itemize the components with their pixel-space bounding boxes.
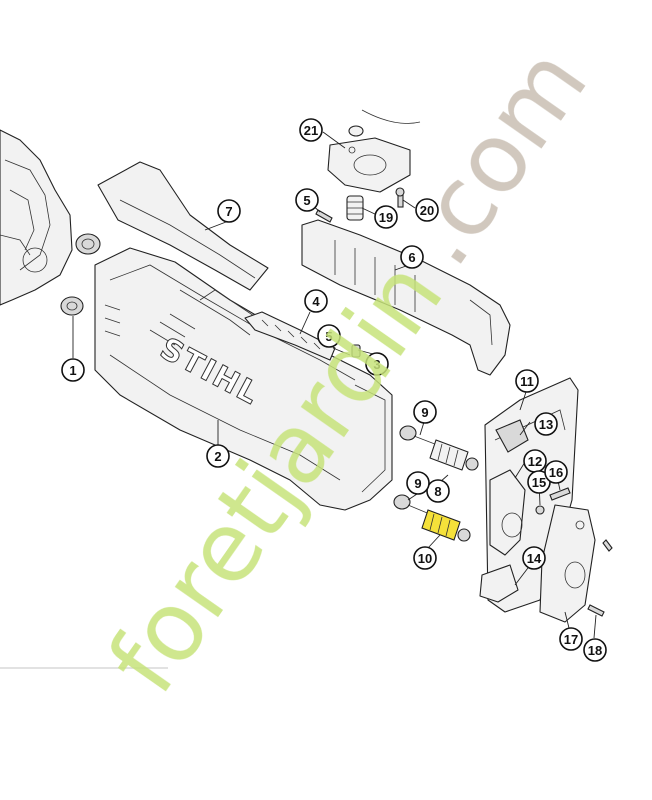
callout-21: 21 [299,118,323,142]
svg-text:14: 14 [527,551,542,566]
part-4-strip [244,311,336,361]
svg-text:11: 11 [520,374,534,389]
part-16-screw [549,487,571,501]
callout-2: 2 [206,444,230,468]
callout-10: 10 [413,546,437,570]
part-8-spring-upper [429,439,479,471]
part-7-cover-strip [97,161,269,291]
part-19-spring [346,195,364,221]
callout-8: 8 [426,479,450,503]
svg-text:9: 9 [414,476,421,491]
svg-text:8: 8 [434,484,441,499]
callout-13: 13 [534,412,558,436]
callout-1: 1 [61,358,85,382]
part-12-lever [489,469,526,556]
svg-text:19: 19 [379,210,393,225]
svg-text:1: 1 [69,363,76,378]
callout-3: 3 [365,352,389,376]
part-13-cap [495,419,529,453]
part-15-washer [535,505,545,515]
callout-7: 7 [217,199,241,223]
svg-text:21: 21 [304,123,318,138]
callout-18: 18 [583,638,607,662]
svg-text:6: 6 [408,250,415,265]
part-8-spring-lower-highlighted [421,509,471,542]
callout-4: 4 [304,289,328,313]
part-14-block [479,564,519,603]
part-1-grommet [60,296,84,316]
svg-text:7: 7 [225,204,232,219]
svg-text:5: 5 [325,329,332,344]
part-5-screw-upper [315,209,333,223]
part-3-bolt [351,344,361,358]
svg-text:18: 18 [588,643,602,658]
svg-text:17: 17 [564,632,578,647]
part-17-cover-plate [539,504,596,623]
svg-text:13: 13 [539,417,553,432]
callout-14: 14 [522,546,546,570]
engine-housing-fragment [0,129,73,306]
part-6-bracket [301,219,511,376]
svg-text:9: 9 [421,405,428,420]
svg-text:12: 12 [528,454,542,469]
callout-9-lower: 9 [406,471,430,495]
callout-9-upper: 9 [413,400,437,424]
part-2-handle-housing: STIHL [94,247,393,511]
svg-text:15: 15 [532,475,546,490]
svg-text:20: 20 [420,203,434,218]
callout-16: 16 [544,460,568,484]
part-9-stud-lower [393,494,433,516]
part-grommet-upper [75,233,101,255]
svg-text:16: 16 [549,465,563,480]
svg-text:10: 10 [418,551,432,566]
callout-17: 17 [559,627,583,651]
callout-5-upper: 5 [295,188,319,212]
callout-19: 19 [374,205,398,229]
callout-6: 6 [400,245,424,269]
svg-text:2: 2 [214,449,221,464]
callout-12: 12 [523,449,547,473]
svg-text:5: 5 [303,193,310,208]
callout-11: 11 [515,369,539,393]
svg-text:4: 4 [312,294,320,309]
callout-20: 20 [415,198,439,222]
part-9-stud-upper [399,425,441,447]
part-18-screw [587,539,613,617]
leader-lines [72,131,597,639]
callout-5-lower: 5 [317,324,341,348]
part-21-damper-mount [327,109,421,193]
svg-text:3: 3 [373,357,380,372]
part-ring-21 [348,125,364,137]
